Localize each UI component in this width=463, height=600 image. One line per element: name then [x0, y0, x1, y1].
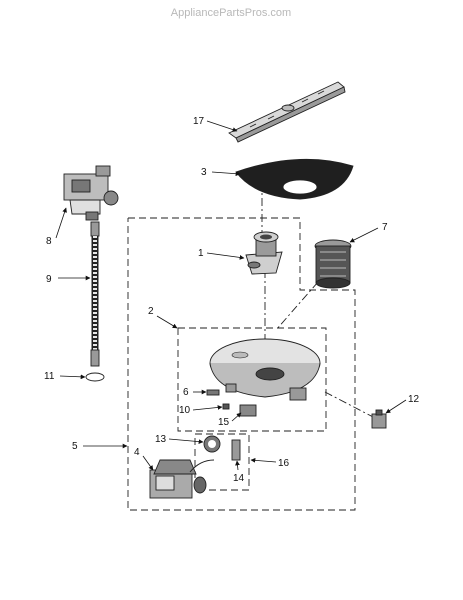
callout-10: 10 [179, 405, 191, 416]
callout-16: 16 [278, 458, 290, 469]
callout-3: 3 [201, 167, 207, 178]
axis-line-filter [275, 281, 319, 331]
part-filter [314, 239, 352, 289]
leader-16 [250, 457, 277, 463]
leader-12 [385, 399, 407, 414]
watermark-text: AppliancePartsPros.com [171, 7, 291, 19]
leader-8 [55, 207, 67, 239]
part-fill-hose [90, 221, 100, 367]
callout-15: 15 [218, 417, 230, 428]
callout-6: 6 [183, 387, 189, 398]
leader-15 [231, 412, 242, 422]
part-spray-arm [228, 81, 346, 143]
part-clip [206, 389, 220, 396]
part-hose-clamp [85, 372, 105, 382]
axis-line-sensor [324, 391, 376, 419]
part-inlet-valve [63, 165, 119, 221]
callout-12: 12 [408, 394, 420, 405]
part-turbidity-sensor [371, 409, 387, 429]
callout-8: 8 [46, 236, 52, 247]
leader-7 [349, 227, 379, 243]
part-hub-manifold [245, 231, 283, 275]
callout-7: 7 [382, 222, 388, 233]
leader-2 [156, 315, 178, 329]
callout-13: 13 [155, 434, 167, 445]
leader-4 [142, 455, 154, 471]
callout-14: 14 [233, 473, 245, 484]
callout-1: 1 [198, 248, 204, 259]
leader-1 [206, 252, 245, 260]
pump-subassembly-outline [194, 433, 250, 491]
inner-assembly-outline [177, 327, 327, 432]
part-seal-ring [203, 435, 221, 453]
leader-14 [235, 460, 240, 471]
part-screw [222, 403, 230, 410]
leader-11 [59, 374, 86, 380]
callout-17: 17 [193, 116, 205, 127]
part-pump-motor [149, 459, 215, 499]
leader-13 [168, 438, 204, 445]
callout-4: 4 [134, 447, 140, 458]
leader-10 [192, 405, 223, 411]
leader-17 [206, 120, 238, 132]
part-cover-seal [235, 158, 354, 200]
leader-3 [211, 171, 241, 177]
callout-2: 2 [148, 306, 154, 317]
callout-9: 9 [46, 274, 52, 285]
outer-assembly-outline [127, 217, 356, 511]
part-hose-adapter [231, 439, 241, 461]
callout-11: 11 [44, 371, 55, 382]
part-sump [209, 338, 321, 401]
callout-5: 5 [72, 441, 78, 452]
part-sensor-bracket [239, 404, 257, 417]
